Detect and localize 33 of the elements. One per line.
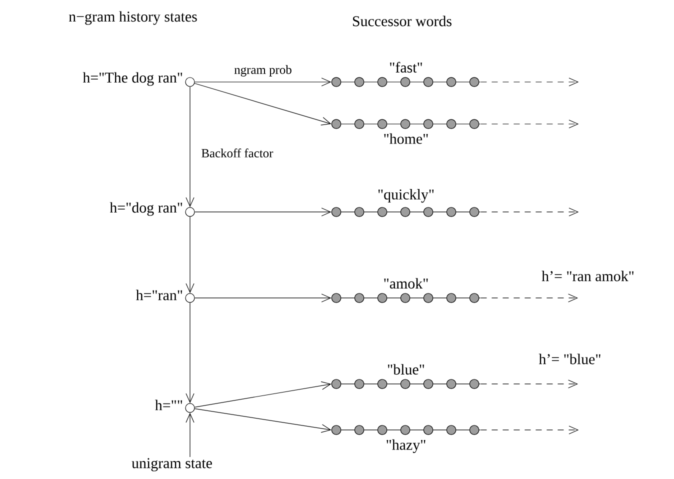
column-heading: n−gram history states [68,11,197,25]
arrow [194,381,332,408]
arrow [186,302,194,404]
arrow [194,208,332,216]
arrow [480,78,579,86]
arrow [194,408,332,433]
word-label: "quickly" [378,189,434,203]
edge-label: ngram prob [234,65,292,77]
arrow [186,216,194,294]
column-heading: Successor words [353,16,452,26]
history-label: h’= "ran amok" [542,270,634,282]
word-label: "amok" [384,278,428,289]
word-label: "fast" [390,62,422,73]
arrow [480,208,579,216]
state-label: h="The dog ran" [82,72,182,86]
edge-label: Backoff factor [202,148,274,158]
state-label: h="" [155,400,182,410]
arrow [480,426,579,434]
arrow [480,380,578,388]
arrow [194,294,332,302]
state-label: h="dog ran" [110,202,182,216]
arrow [194,83,332,126]
history-label: h’= "blue" [538,354,600,364]
arrow [480,120,579,128]
arrow [186,412,194,458]
word-label: "hazy" [386,439,426,453]
state-label: h="ran" [136,290,182,300]
arrow [194,78,332,86]
state-label: unigram state [132,458,212,472]
arrow [186,86,194,208]
word-label: "blue" [388,364,424,375]
word-label: "home" [384,133,428,144]
arrow [480,294,578,302]
